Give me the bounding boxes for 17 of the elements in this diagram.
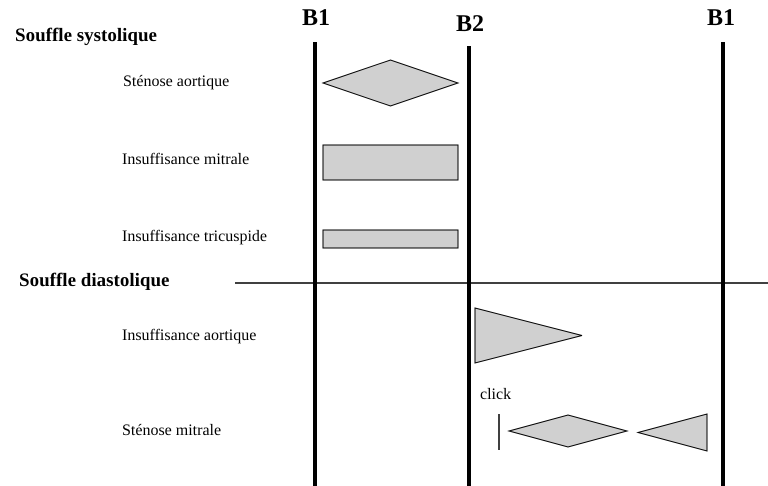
crescendo-triangle <box>636 413 708 452</box>
heart-sound-label: B1 <box>707 6 736 30</box>
heart-sound-label: B1 <box>302 6 330 30</box>
murmur-label: Insuffisance mitrale <box>122 150 250 170</box>
click-label: click <box>480 385 512 405</box>
diamond-murmur-shape <box>321 59 460 107</box>
murmur-label: Sténose aortique <box>123 72 230 92</box>
murmur-label: Insuffisance aortique <box>122 326 256 346</box>
diamond-murmur-shape <box>507 414 629 448</box>
plateau-murmur-bar <box>322 144 458 180</box>
murmur-label: Sténose mitrale <box>122 421 222 441</box>
murmur-label: Insuffisance tricuspide <box>122 227 267 247</box>
heart-sound-label: B2 <box>456 12 484 36</box>
plateau-murmur-bar <box>322 230 458 248</box>
section-heading: Souffle systolique <box>15 24 157 48</box>
section-heading: Souffle diastolique <box>19 269 170 293</box>
decrescendo-triangle <box>474 307 582 364</box>
